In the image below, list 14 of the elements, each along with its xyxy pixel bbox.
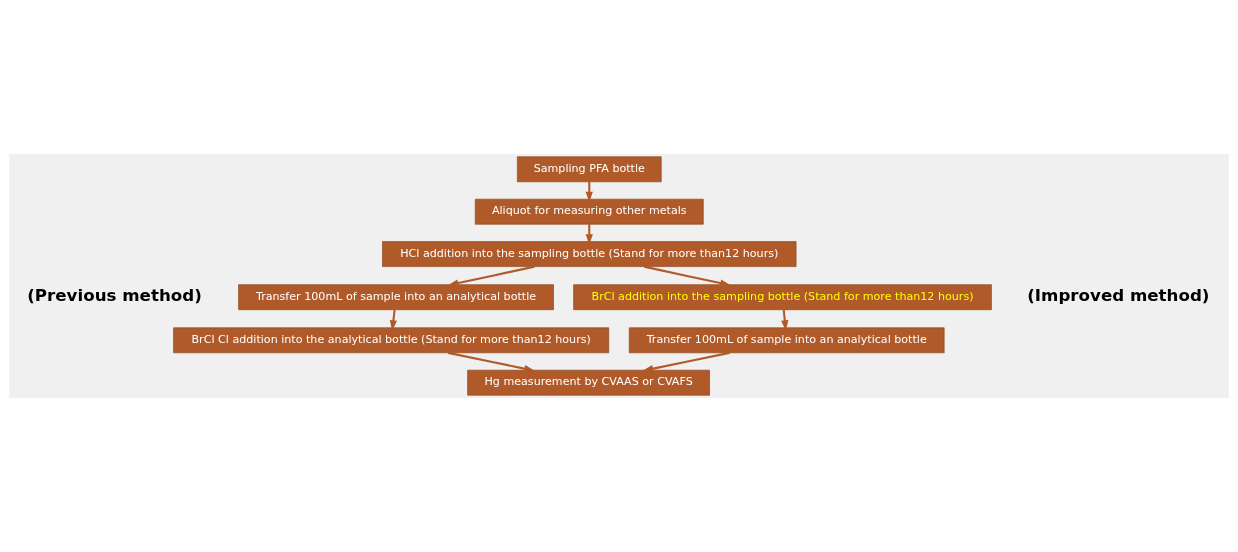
arrow [642, 351, 730, 373]
label: (Improved method) [1027, 285, 1210, 305]
node-box: HCl addition into the sampling bottle (Stand for more than12 hours) [382, 241, 797, 267]
node-box: Transfer 100mL of sample into an analytical bottle [238, 284, 554, 311]
label: (Previous method) [27, 285, 202, 305]
node-box: Aliquot for measuring other metals [474, 198, 704, 225]
node-box: Hg measurement by CVAAS or CVAFS [467, 369, 710, 396]
node-box: BrCl addition into the sampling bottle (Stand for more than12 hours) [573, 284, 992, 311]
arrow [585, 224, 593, 245]
node-box: BrCl Cl addition into the analytical bottle (Stand for more than12 hours) [173, 327, 610, 354]
arrow [585, 181, 593, 203]
node-box: Transfer 100mL of sample into an analytical bottle [628, 327, 945, 354]
arrow [448, 351, 535, 373]
node-box: Sampling PFA bottle [517, 156, 662, 183]
